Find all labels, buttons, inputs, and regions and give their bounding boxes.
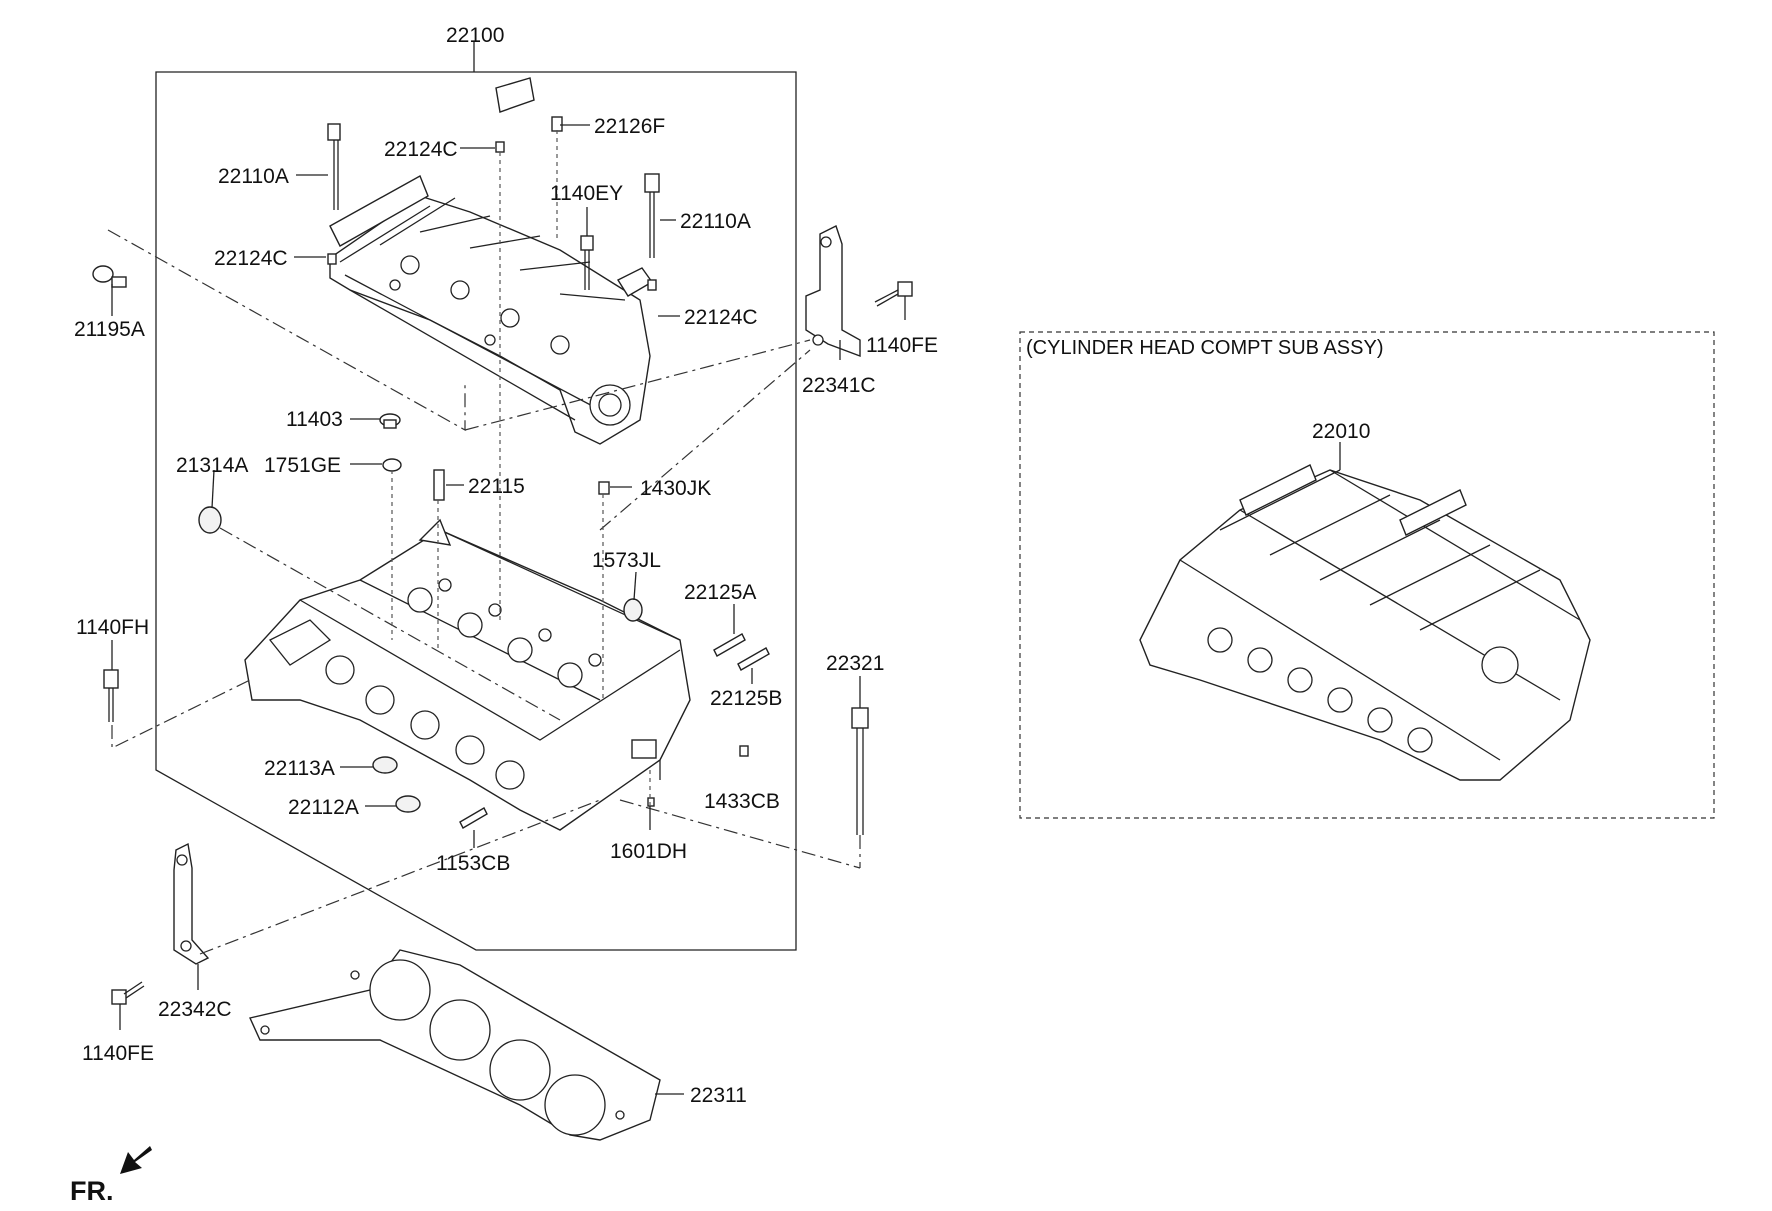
seal-22112a bbox=[395, 795, 421, 813]
sensor-21195a bbox=[92, 265, 127, 288]
bolt-1140fe-right bbox=[874, 281, 913, 307]
label-22125b: 22125B bbox=[710, 687, 782, 710]
front-direction-label: FR. bbox=[70, 1176, 114, 1206]
label-22341c: 22341C bbox=[802, 374, 876, 397]
bolt-1140ey bbox=[580, 235, 594, 290]
label-22342c: 22342C bbox=[158, 998, 232, 1021]
sub-assembly-box bbox=[1019, 331, 1715, 819]
stud-22125b bbox=[737, 647, 770, 671]
plug-21314a bbox=[198, 506, 222, 534]
label-22113a: 22113A bbox=[264, 757, 335, 780]
bolt-1140fe-left bbox=[111, 981, 145, 1005]
label-1573jl: 1573JL bbox=[592, 549, 661, 572]
bolt-1140fh bbox=[103, 669, 119, 722]
bolt-22110a-right bbox=[644, 173, 660, 258]
label-22110a-left: 22110A bbox=[218, 165, 289, 188]
label-21314a: 21314A bbox=[176, 454, 248, 477]
washer-1751ge bbox=[382, 458, 402, 472]
seal-22113a bbox=[372, 756, 398, 774]
head-bolt-22321 bbox=[851, 707, 869, 835]
label-22110a-right: 22110A bbox=[680, 210, 751, 233]
label-22124c-left: 22124C bbox=[214, 247, 288, 270]
plug-1573jl bbox=[623, 598, 643, 622]
label-22010: 22010 bbox=[1312, 420, 1370, 443]
label-1153cb: 1153CB bbox=[436, 852, 510, 875]
label-22124c-right: 22124C bbox=[684, 306, 758, 329]
head-gasket bbox=[249, 949, 661, 1141]
sub-assembly-illustration bbox=[1139, 464, 1591, 781]
label-21195a: 21195A bbox=[74, 318, 145, 341]
label-1140fh: 1140FH bbox=[76, 616, 149, 639]
guide-22115 bbox=[433, 469, 445, 501]
bracket-22342c bbox=[173, 842, 210, 965]
stud-22125a bbox=[713, 633, 746, 657]
label-1140ey: 1140EY bbox=[550, 182, 623, 205]
sub-assembly-title: (CYLINDER HEAD COMPT SUB ASSY) bbox=[1026, 337, 1383, 359]
label-1140fe-right: 1140FE bbox=[866, 334, 938, 357]
label-22311: 22311 bbox=[690, 1084, 747, 1107]
front-arrow-icon bbox=[120, 1146, 152, 1174]
label-22100: 22100 bbox=[446, 24, 504, 47]
label-22125a: 22125A bbox=[684, 581, 756, 604]
dowel-pins bbox=[327, 116, 749, 807]
label-1430jk: 1430JK bbox=[640, 477, 711, 500]
label-11403: 11403 bbox=[286, 408, 343, 431]
label-22115: 22115 bbox=[468, 475, 525, 498]
bracket-22341c bbox=[805, 225, 861, 358]
label-1433cb: 1433CB bbox=[704, 790, 780, 813]
stud-1153cb bbox=[459, 807, 488, 829]
assembly-frame bbox=[155, 71, 797, 951]
label-22321: 22321 bbox=[826, 652, 884, 675]
label-22126f: 22126F bbox=[594, 115, 665, 138]
label-1140fe-left: 1140FE bbox=[82, 1042, 154, 1065]
label-1751ge: 1751GE bbox=[264, 454, 341, 477]
label-22124c-top: 22124C bbox=[384, 138, 458, 161]
camshaft-carrier bbox=[329, 77, 654, 445]
plug-11403 bbox=[379, 413, 401, 429]
label-1601dh: 1601DH bbox=[610, 840, 687, 863]
label-22112a: 22112A bbox=[288, 796, 359, 819]
bolt-22110a-left bbox=[327, 123, 341, 210]
